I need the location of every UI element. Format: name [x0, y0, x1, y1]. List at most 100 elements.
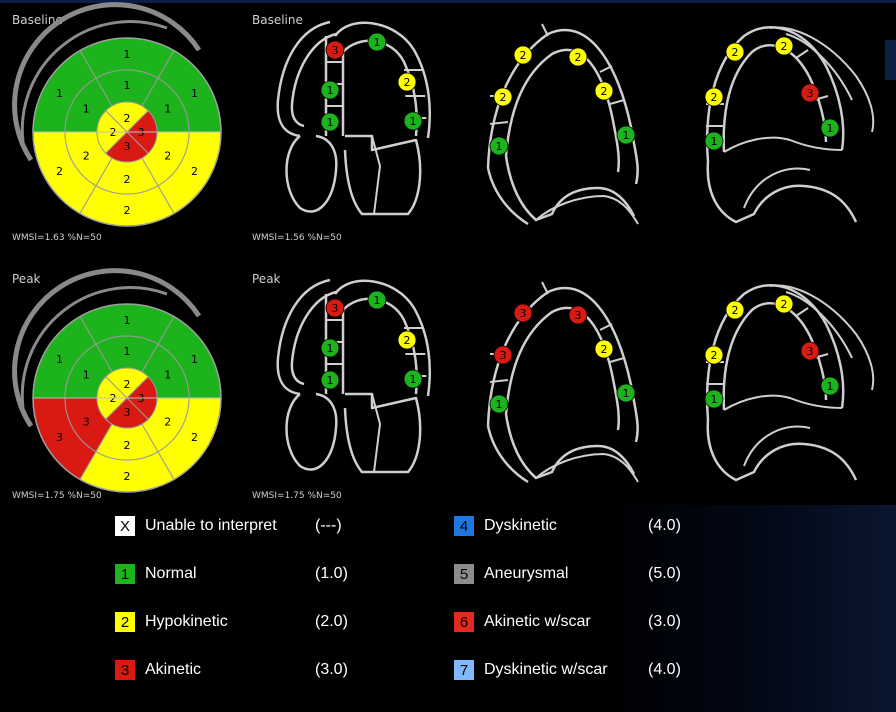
- segment-marker: [616, 383, 636, 403]
- segment-score: 1: [191, 87, 198, 100]
- heart-outline: [486, 167, 529, 226]
- segment-marker: [489, 394, 509, 414]
- window-edge: [885, 40, 896, 80]
- heart-outline: [486, 425, 529, 484]
- segment-score: 1: [191, 353, 198, 366]
- heart-outline: [489, 379, 509, 383]
- segment-score: 2: [124, 112, 131, 125]
- panel-label: Peak: [12, 272, 41, 286]
- legend-swatch: 1: [115, 564, 135, 584]
- outer-arc: [20, 286, 168, 409]
- segment-marker: [403, 111, 423, 131]
- heart-outline: [343, 134, 422, 216]
- view-label: Baseline: [252, 13, 303, 27]
- segment-marker: [320, 338, 340, 358]
- segment-score: 1: [623, 129, 630, 142]
- segment-marker: [704, 345, 724, 365]
- segment-score: 1: [327, 116, 334, 129]
- segment-marker: [403, 369, 423, 389]
- heart-outline: [609, 357, 625, 363]
- legend-score: (4.0): [648, 661, 681, 678]
- segment-score: 1: [327, 374, 334, 387]
- heart-outline: [769, 26, 875, 133]
- outer-arc: [12, 268, 202, 428]
- legend-score: (---): [315, 517, 342, 534]
- bullseye-rim: [32, 37, 222, 227]
- segment-score: 2: [732, 46, 739, 59]
- heart-outline: [371, 393, 381, 473]
- outer-arc: [20, 20, 168, 143]
- panel-label: Baseline: [12, 13, 63, 27]
- segment-score: 2: [124, 439, 131, 452]
- legend-swatch: 5: [454, 564, 474, 584]
- heart-outline: [535, 195, 639, 225]
- segment-score: 3: [124, 140, 131, 153]
- legend-label: Akinetic w/scar: [484, 613, 591, 630]
- segment-marker: [320, 112, 340, 132]
- heart-outline: [343, 392, 422, 474]
- segment-score: 1: [56, 87, 63, 100]
- heart-outline: [489, 121, 509, 125]
- heart-outline: [723, 136, 843, 153]
- heart-outline: [795, 307, 809, 317]
- segment-marker: [594, 81, 614, 101]
- legend-label: Unable to interpret: [145, 517, 277, 534]
- legend-swatch: 4: [454, 516, 474, 536]
- segment-score: 1: [496, 140, 503, 153]
- segment-marker: [616, 125, 636, 145]
- heart-outline: [504, 155, 636, 222]
- legend-score: (4.0): [648, 517, 681, 534]
- legend-score: (1.0): [315, 565, 348, 582]
- heart-outline: [285, 134, 338, 213]
- segment-marker: [704, 87, 724, 107]
- legend-item: 1 Normal (1.0): [115, 562, 375, 586]
- segment-score: 2: [164, 416, 171, 429]
- segment-score: 1: [124, 345, 131, 358]
- segment-score: 1: [711, 393, 718, 406]
- heart-outline: [599, 65, 613, 73]
- wmsi-readout: WMSI=1.63 %N=50: [12, 233, 102, 243]
- legend-label: Normal: [145, 565, 197, 582]
- segment-score: 2: [124, 378, 131, 391]
- segment-score: 2: [520, 49, 527, 62]
- legend-label: Aneurysmal: [484, 565, 569, 582]
- segment-score: 2: [56, 165, 63, 178]
- segment-marker: [320, 370, 340, 390]
- segment-score: 3: [520, 307, 527, 320]
- segment-score: 2: [732, 304, 739, 317]
- legend-background: [0, 505, 896, 712]
- segment-marker: [800, 341, 820, 361]
- heart-outline: [785, 291, 853, 359]
- segment-score: 2: [191, 431, 198, 444]
- segment-score: 2: [781, 40, 788, 53]
- segment-score: 2: [711, 349, 718, 362]
- apical-segment: [105, 367, 149, 399]
- bullseye-peak: Peak1132211132212233WMSI=1.75 %N=50: [12, 268, 222, 501]
- segment-marker: [325, 40, 345, 60]
- legend-swatch: 2: [115, 612, 135, 632]
- heart-outline: [504, 413, 636, 480]
- outer-arc: [12, 2, 202, 162]
- segment-score: 2: [124, 173, 131, 186]
- segment-marker: [704, 131, 724, 151]
- wmsi-readout: WMSI=1.75 %N=50: [12, 491, 102, 501]
- segment-marker: [489, 136, 509, 156]
- heart-outline: [290, 290, 337, 386]
- apical-segment: [105, 101, 149, 133]
- segment-score: 1: [623, 387, 630, 400]
- segment-score: 1: [374, 294, 381, 307]
- heart-outline: [785, 33, 853, 101]
- segment-score: 1: [83, 369, 90, 382]
- heart-outline: [769, 284, 875, 391]
- legend-label: Hypokinetic: [145, 613, 228, 630]
- heart-outline: [285, 392, 338, 471]
- segment-marker: [800, 83, 820, 103]
- segment-marker: [367, 32, 387, 52]
